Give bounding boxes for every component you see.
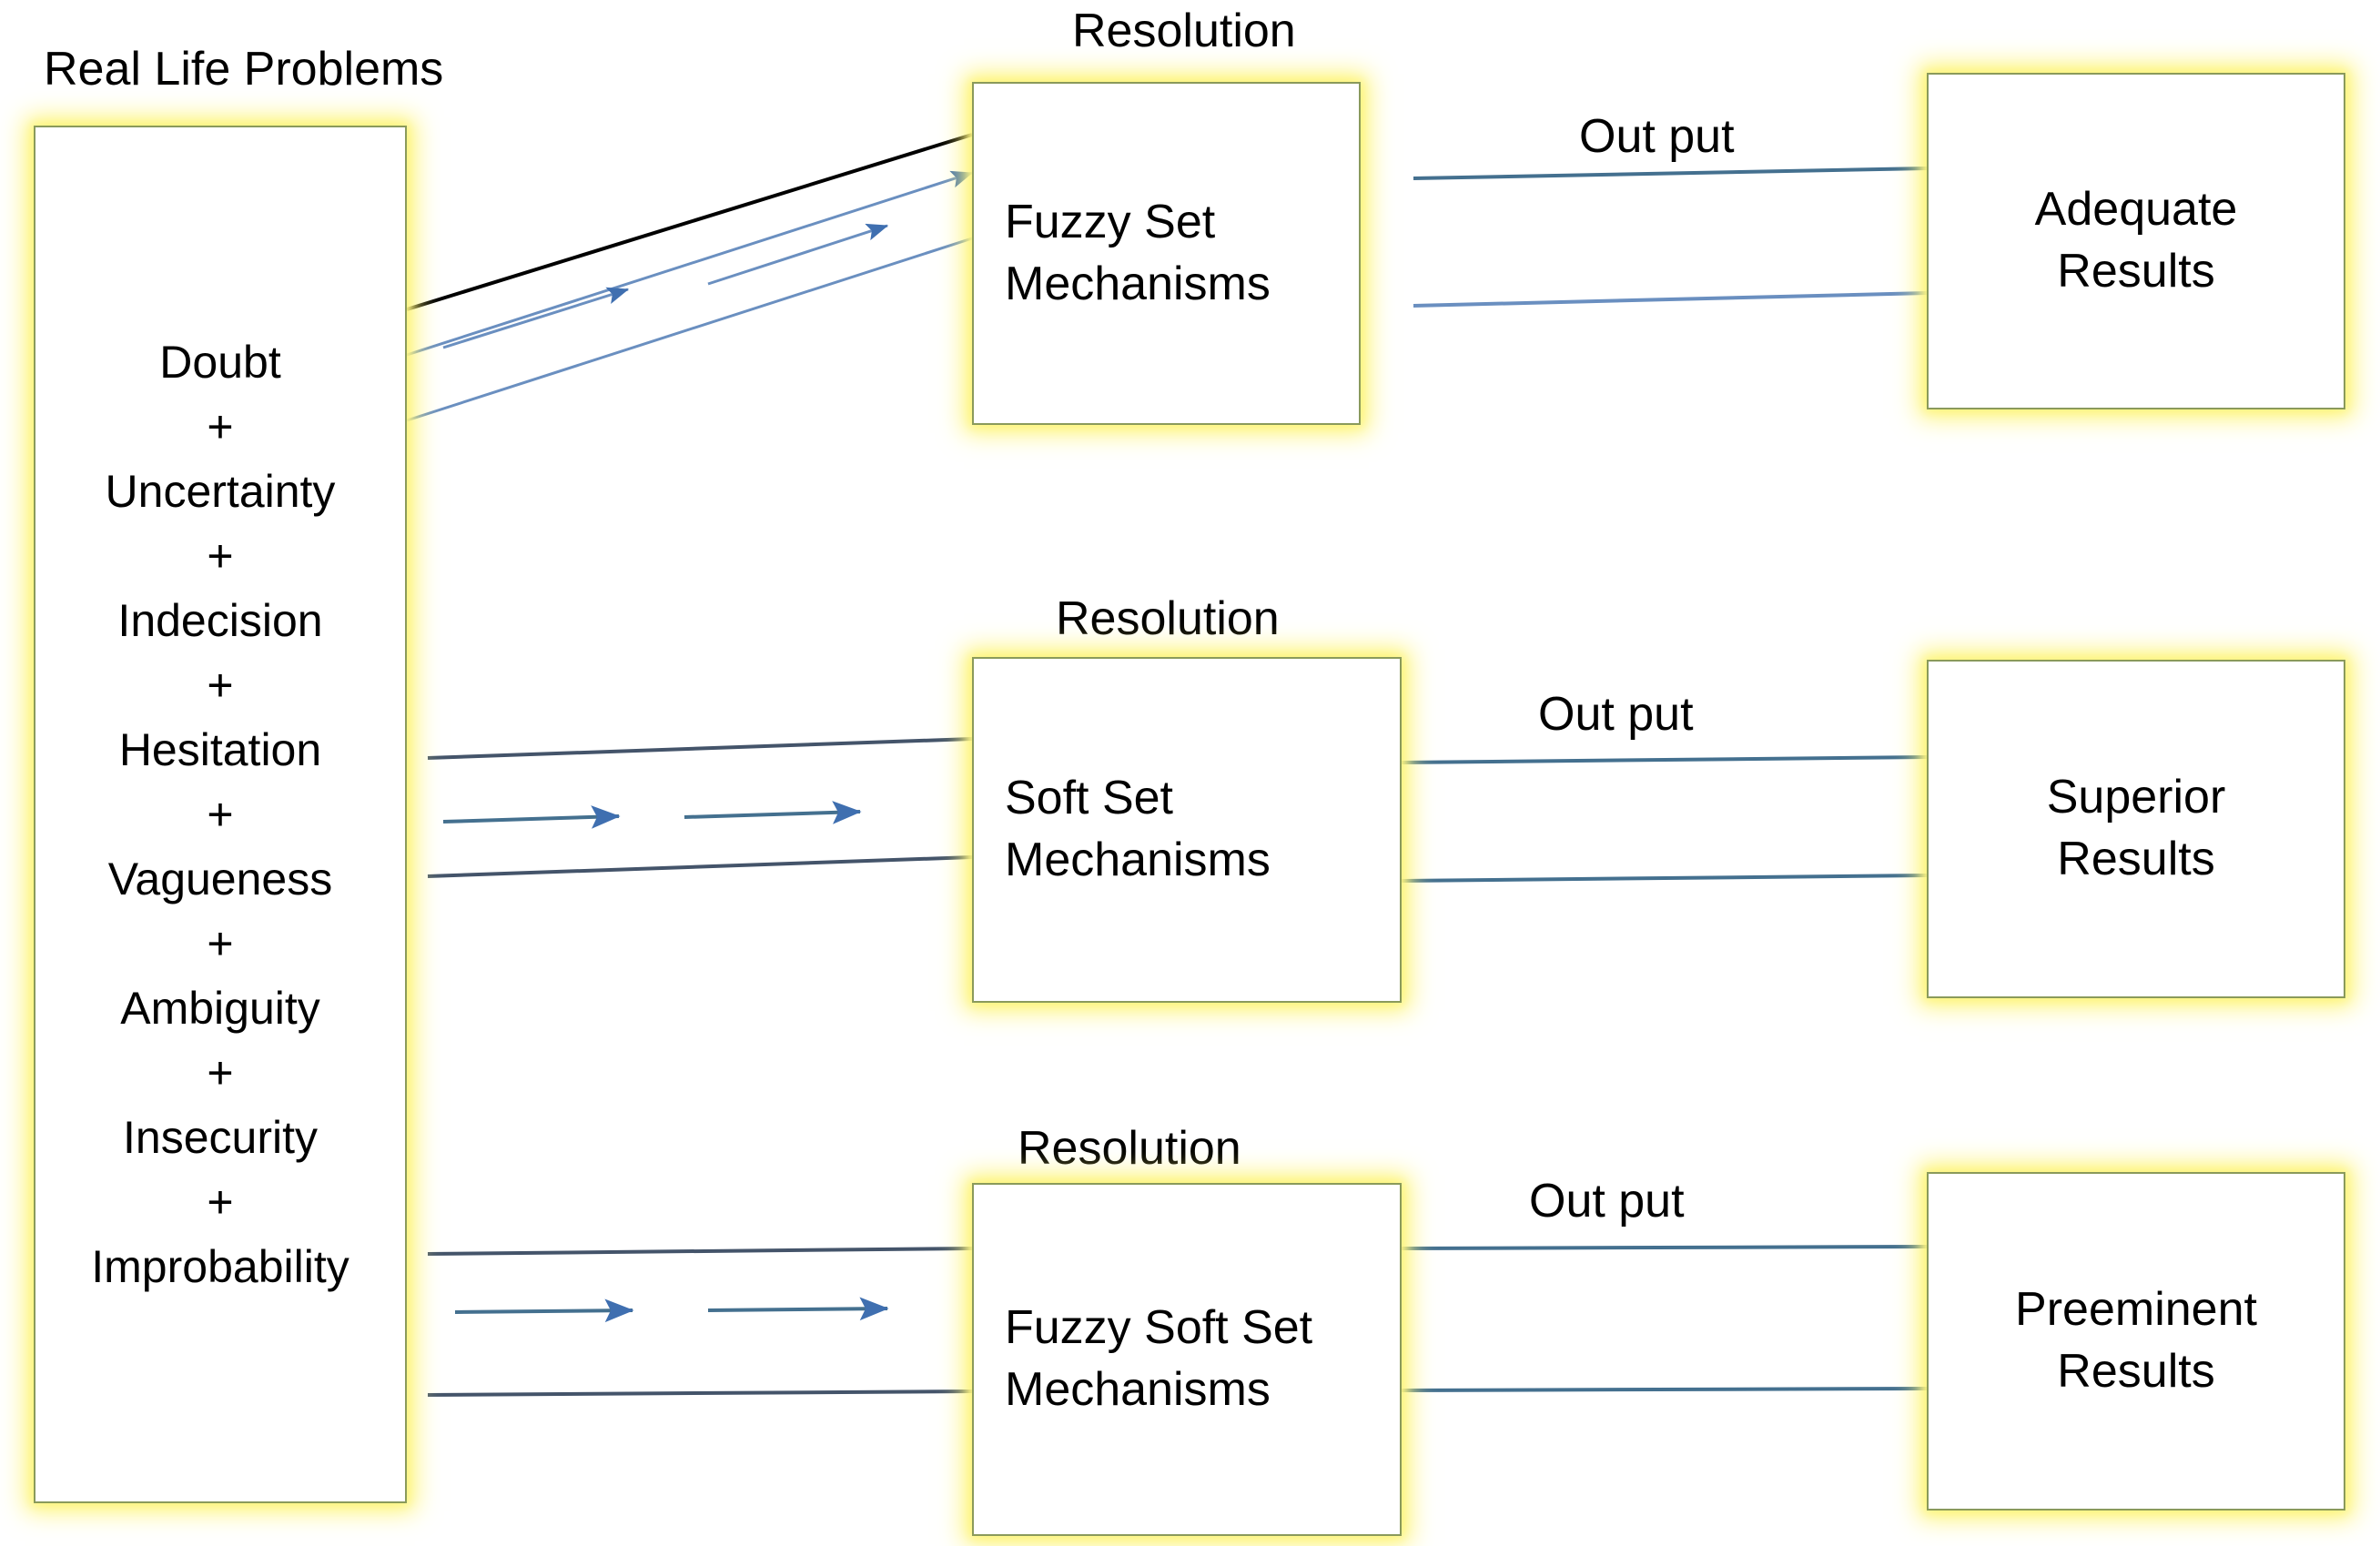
resolution-label-row1: Resolution (1072, 5, 1296, 57)
connector-row2-left (427, 737, 973, 878)
output-label-row2: Out put (1538, 688, 1694, 741)
superior-results-label: Superior Results (2046, 771, 2226, 885)
adequate-results-box[interactable]: Adequate Results (1927, 73, 2345, 409)
connector-row2-right (1401, 755, 1928, 883)
connector-row1-right (1413, 167, 1928, 308)
resolution-label-row2: Resolution (1056, 592, 1280, 645)
fuzzy-soft-set-mechanisms-label: Fuzzy Soft Set Mechanisms (1005, 1301, 1313, 1416)
superior-results-box[interactable]: Superior Results (1927, 660, 2345, 998)
real-life-problems-list: Doubt + Uncertainty + Indecision + Hesit… (91, 336, 349, 1292)
adequate-results-label: Adequate Results (2034, 183, 2238, 298)
real-life-problems-title: Real Life Problems (44, 43, 444, 96)
connector-row3-right (1401, 1245, 1928, 1392)
output-label-row1: Out put (1579, 110, 1735, 163)
output-label-row3: Out put (1529, 1175, 1685, 1228)
soft-set-mechanisms-box[interactable]: Soft Set Mechanisms (972, 657, 1402, 1003)
soft-set-mechanisms-label: Soft Set Mechanisms (1005, 772, 1271, 886)
fuzzy-set-mechanisms-box[interactable]: Fuzzy Set Mechanisms (972, 82, 1361, 425)
preeminent-results-box[interactable]: Preeminent Results (1927, 1172, 2345, 1511)
fuzzy-soft-set-mechanisms-box[interactable]: Fuzzy Soft Set Mechanisms (972, 1183, 1402, 1536)
real-life-problems-box[interactable]: Doubt + Uncertainty + Indecision + Hesit… (34, 126, 407, 1503)
connector-row3-left (427, 1247, 973, 1397)
resolution-label-row3: Resolution (1018, 1122, 1241, 1175)
preeminent-results-label: Preeminent Results (2015, 1283, 2257, 1398)
connector-row1-left (406, 133, 974, 422)
fuzzy-set-mechanisms-label: Fuzzy Set Mechanisms (1005, 195, 1271, 310)
